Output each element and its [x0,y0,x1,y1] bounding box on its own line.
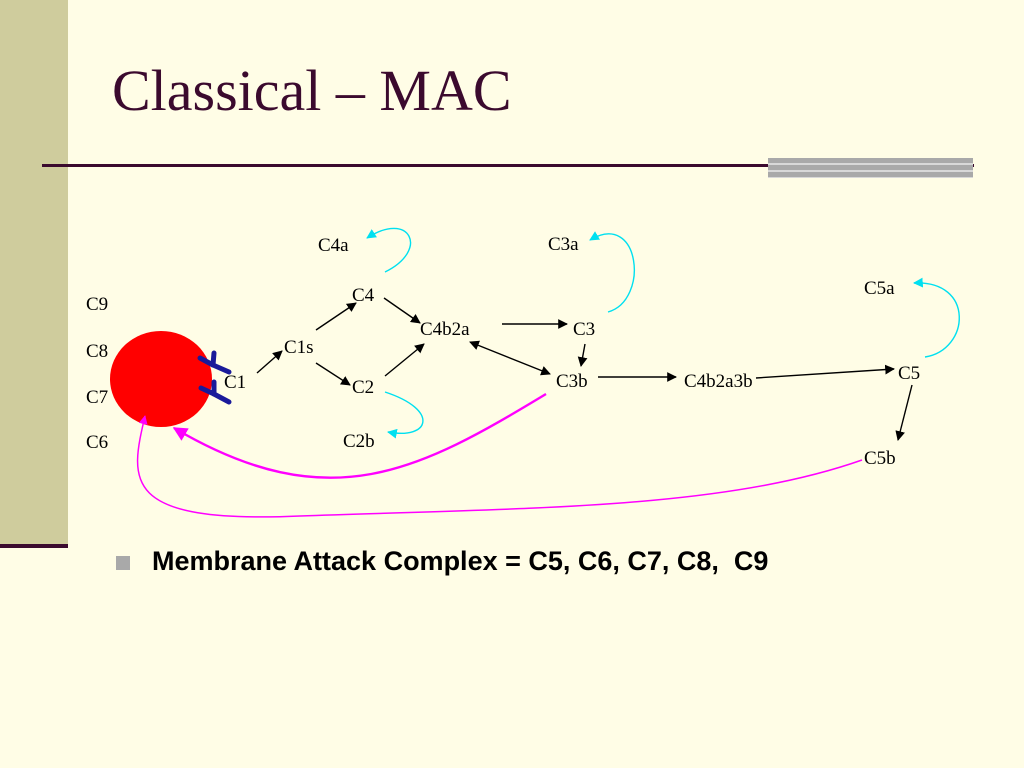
title-underline [42,164,974,167]
arrow-c2-to-c4b2a [384,343,425,377]
mac-component-c7: C7 [86,387,108,408]
arrow-c1-to-c1s [256,350,283,374]
mac-component-c9: C9 [86,294,108,315]
node-c1s: C1s [284,337,314,358]
cleavage-c3-to-c3a [589,231,635,313]
arrow-c1s-to-c4 [315,302,357,331]
node-c4: C4 [352,285,375,306]
attack-arrow-c3b-to-cell [172,392,547,479]
square-bullet-icon [116,555,130,570]
left-band-rule [0,544,68,548]
node-c3: C3 [573,319,595,340]
bullet-item: Membrane Attack Complex = C5, C6, C7, C8… [116,546,768,577]
cleavage-c5-to-c5a [913,277,960,358]
title-accent-bar [768,158,973,178]
arrow-c4b2a3b-to-c5 [755,364,895,379]
arrow-c5-to-c5b [895,384,913,441]
arrow-c3-to-c3b [577,343,588,367]
mac-component-c6: C6 [86,432,108,453]
arrow-c4-to-c4b2a [383,297,421,324]
arrow-c4b2a-c3b-binding [469,340,551,376]
node-c4a: C4a [318,235,349,256]
arrow-c1s-to-c2 [315,362,351,386]
node-c3b: C3b [556,371,588,392]
antibody-upper [197,350,232,375]
node-c3a: C3a [548,234,579,255]
node-c2b: C2b [343,431,375,452]
node-c1: C1 [224,372,246,393]
node-c5b: C5b [864,448,896,469]
bullet-text: Membrane Attack Complex = C5, C6, C7, C8… [152,546,769,576]
left-decorative-band [0,0,68,545]
target-cell [110,331,212,427]
cleavage-c2-to-c2b [384,391,424,439]
node-c4b2a: C4b2a [420,319,470,340]
mac-component-c8: C8 [86,341,108,362]
attack-arrow-c5b-to-cell [136,415,863,518]
node-c2: C2 [352,377,374,398]
node-c4b2a3b: C4b2a3b [684,371,753,392]
slide-title: Classical – MAC [112,58,512,123]
node-c5a: C5a [864,278,895,299]
cleavage-c4-to-c4a [366,227,412,273]
node-c5: C5 [898,363,920,384]
antibody-lower [198,379,232,405]
